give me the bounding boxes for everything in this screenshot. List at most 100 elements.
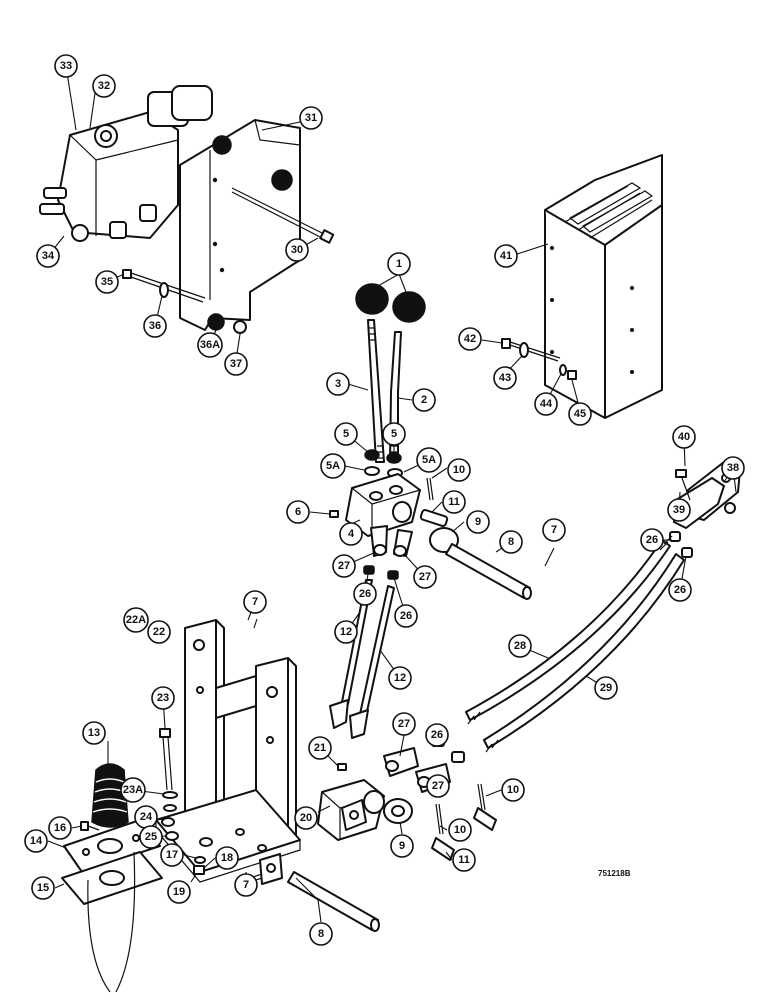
callout-7-b: 7 xyxy=(234,873,258,897)
callout-2: 2 xyxy=(412,388,436,412)
lower-sleeve xyxy=(383,798,413,824)
svg-text:40: 40 xyxy=(678,431,690,443)
callout-13: 13 xyxy=(82,721,106,745)
svg-text:7: 7 xyxy=(243,879,249,891)
svg-text:33: 33 xyxy=(60,60,72,72)
svg-text:42: 42 xyxy=(464,333,476,345)
callouts: 33 32 31 34 30 35 36 36A 37 41 1 42 43 4… xyxy=(24,54,745,946)
callout-26-b: 26 xyxy=(394,604,418,628)
callout-22: 22 xyxy=(147,620,171,644)
callout-26-a: 26 xyxy=(353,582,377,606)
upper-pivot-block xyxy=(329,473,421,537)
rubber-boot xyxy=(91,763,129,828)
svg-text:9: 9 xyxy=(475,516,481,528)
callout-11-top: 11 xyxy=(442,490,466,514)
callout-16: 16 xyxy=(48,816,72,840)
cover-fasteners xyxy=(501,338,577,380)
callout-45: 45 xyxy=(568,402,592,426)
svg-text:27: 27 xyxy=(338,560,350,572)
svg-text:20: 20 xyxy=(300,812,312,824)
callout-27-left: 27 xyxy=(332,554,356,578)
callout-26-e: 26 xyxy=(425,723,449,747)
svg-text:36: 36 xyxy=(149,320,161,332)
svg-text:2: 2 xyxy=(421,394,427,406)
svg-text:26: 26 xyxy=(646,534,658,546)
svg-text:9: 9 xyxy=(399,840,405,852)
callout-9-b: 9 xyxy=(390,834,414,858)
svg-text:5: 5 xyxy=(391,428,397,440)
svg-text:39: 39 xyxy=(673,504,685,516)
svg-text:29: 29 xyxy=(600,682,612,694)
bolt-35 xyxy=(122,269,206,303)
callout-27-right: 27 xyxy=(413,565,437,589)
svg-text:10: 10 xyxy=(453,464,465,476)
svg-text:41: 41 xyxy=(500,250,512,262)
bracket-fasteners xyxy=(161,804,206,875)
callout-36a: 36A xyxy=(197,332,223,358)
svg-text:6: 6 xyxy=(295,506,301,518)
callout-1: 1 xyxy=(387,252,411,276)
upper-pivot-shaft xyxy=(419,477,532,600)
callout-6: 6 xyxy=(286,500,310,524)
callout-4: 4 xyxy=(339,522,363,546)
callout-14: 14 xyxy=(24,829,48,853)
svg-text:27: 27 xyxy=(398,718,410,730)
callout-11-b: 11 xyxy=(452,848,476,872)
long-rods xyxy=(465,535,685,753)
callout-26-c: 26 xyxy=(640,528,664,552)
upper-nuts xyxy=(363,565,399,580)
callout-22a: 22A xyxy=(123,607,149,633)
lower-shaft xyxy=(243,871,380,932)
svg-text:27: 27 xyxy=(419,571,431,583)
control-valve xyxy=(39,85,213,242)
bolt-23 xyxy=(159,728,178,799)
svg-text:11: 11 xyxy=(448,496,460,508)
svg-text:25: 25 xyxy=(145,831,157,843)
callout-5-right: 5 xyxy=(382,422,406,446)
svg-text:16: 16 xyxy=(54,822,66,834)
callout-43: 43 xyxy=(493,366,517,390)
svg-text:1: 1 xyxy=(396,258,402,270)
svg-text:35: 35 xyxy=(101,276,113,288)
svg-text:45: 45 xyxy=(574,408,586,420)
svg-text:12: 12 xyxy=(340,626,352,638)
callout-19: 19 xyxy=(167,880,191,904)
svg-text:8: 8 xyxy=(508,536,514,548)
callout-20: 20 xyxy=(294,806,318,830)
svg-text:23: 23 xyxy=(157,692,169,704)
callout-27-c: 27 xyxy=(426,774,450,798)
svg-text:3: 3 xyxy=(335,378,341,390)
svg-text:4: 4 xyxy=(348,528,355,540)
rods-12 xyxy=(329,579,395,739)
svg-text:23A: 23A xyxy=(123,784,143,796)
callout-8-b: 8 xyxy=(309,922,333,946)
svg-text:21: 21 xyxy=(314,742,326,754)
callout-32: 32 xyxy=(92,74,116,98)
svg-text:17: 17 xyxy=(166,849,178,861)
svg-text:26: 26 xyxy=(400,610,412,622)
lower-mounting-bracket xyxy=(155,619,301,885)
right-nuts xyxy=(669,531,693,558)
svg-text:14: 14 xyxy=(30,835,43,847)
svg-text:5: 5 xyxy=(343,428,349,440)
callout-10-c: 10 xyxy=(448,818,472,842)
svg-text:28: 28 xyxy=(514,640,526,652)
callout-10-top: 10 xyxy=(447,458,471,482)
callout-21: 21 xyxy=(308,736,332,760)
svg-text:5A: 5A xyxy=(326,460,340,472)
callout-5a-right: 5A xyxy=(416,447,442,473)
callout-30: 30 xyxy=(285,238,309,262)
callout-38: 38 xyxy=(721,456,745,480)
callout-29: 29 xyxy=(594,676,618,700)
svg-text:8: 8 xyxy=(318,928,324,940)
svg-text:7: 7 xyxy=(551,524,557,536)
lower-pivot-block xyxy=(317,763,385,841)
svg-text:37: 37 xyxy=(230,358,242,370)
callout-28: 28 xyxy=(508,634,532,658)
lever-cover xyxy=(544,154,663,419)
callout-35: 35 xyxy=(95,270,119,294)
callout-23a: 23A xyxy=(120,777,146,803)
svg-text:5A: 5A xyxy=(422,454,436,466)
callout-34: 34 xyxy=(36,244,60,268)
